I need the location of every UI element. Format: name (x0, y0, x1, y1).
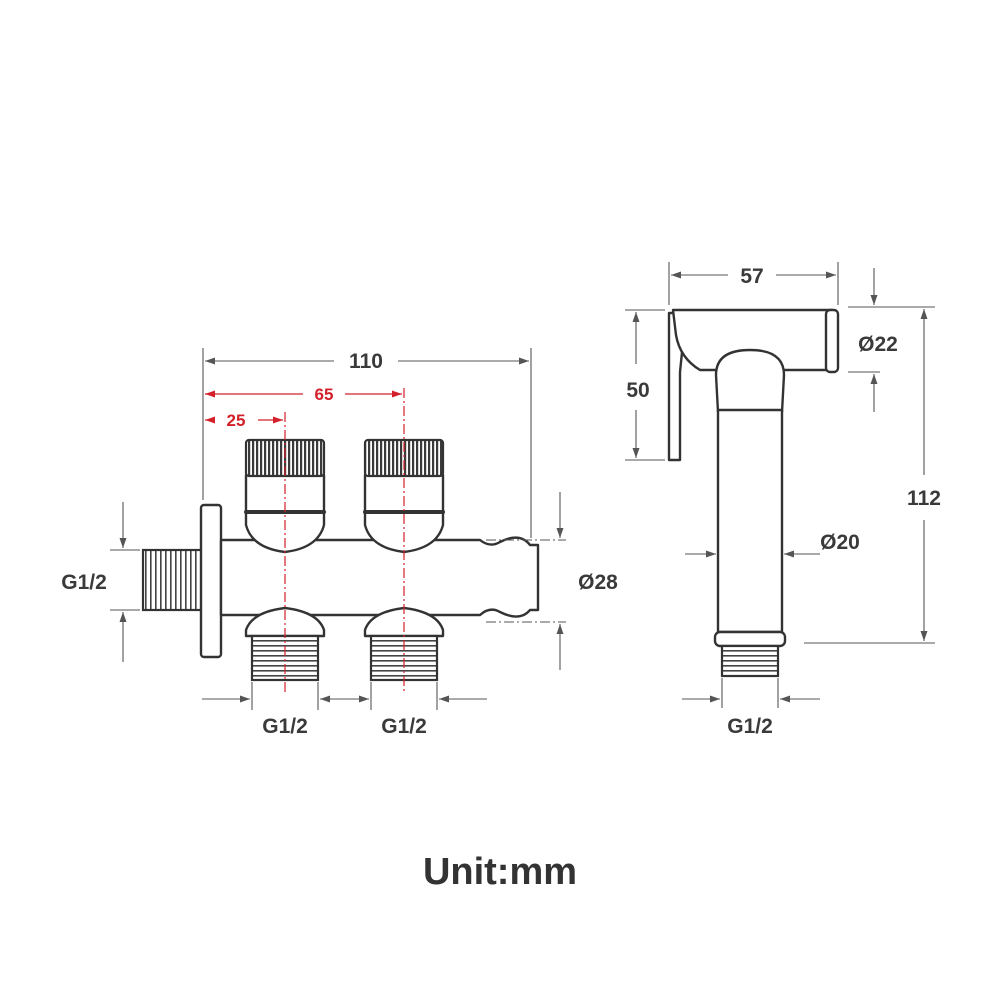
connector-thread (720, 644, 780, 678)
angle-valve-drawing (141, 388, 540, 694)
head-width-label: 57 (740, 265, 763, 288)
valve-dimensions: 110 65 25 G1/2 Ø28 G1/2 G1/2 (61, 348, 618, 738)
lower-outlet-left (244, 606, 326, 682)
body-diameter-label: Ø28 (578, 571, 618, 594)
outlet-thread-left-label: G1/2 (262, 715, 308, 738)
dim-110-label: 110 (349, 350, 383, 373)
hand-sprayer-drawing (667, 308, 840, 678)
head-diameter-label: Ø22 (858, 333, 898, 356)
sprayer-dimensions: 57 50 Ø22 112 Ø20 G1/2 (625, 262, 941, 738)
handle-diameter-label: Ø20 (820, 531, 860, 554)
valve-body (219, 536, 540, 618)
spray-nozzle-face (824, 308, 840, 374)
outlet-thread-right-label: G1/2 (381, 715, 427, 738)
dim-25-label: 25 (227, 411, 246, 430)
knurled-cap-right (363, 438, 445, 478)
unit-caption: Unit:mm (423, 851, 577, 893)
upper-outlet-right (363, 438, 445, 554)
handle-collar (713, 630, 787, 648)
dim-65-label: 65 (315, 385, 334, 404)
inlet-thread-label: G1/2 (61, 571, 107, 594)
total-height-label: 112 (907, 487, 941, 510)
head-height-label: 50 (626, 379, 649, 402)
handle-neck (714, 348, 786, 414)
inlet-thread-stub (141, 548, 205, 612)
wall-flange (199, 503, 223, 659)
connector-thread-label: G1/2 (727, 715, 773, 738)
sprayer-handle (716, 408, 784, 634)
